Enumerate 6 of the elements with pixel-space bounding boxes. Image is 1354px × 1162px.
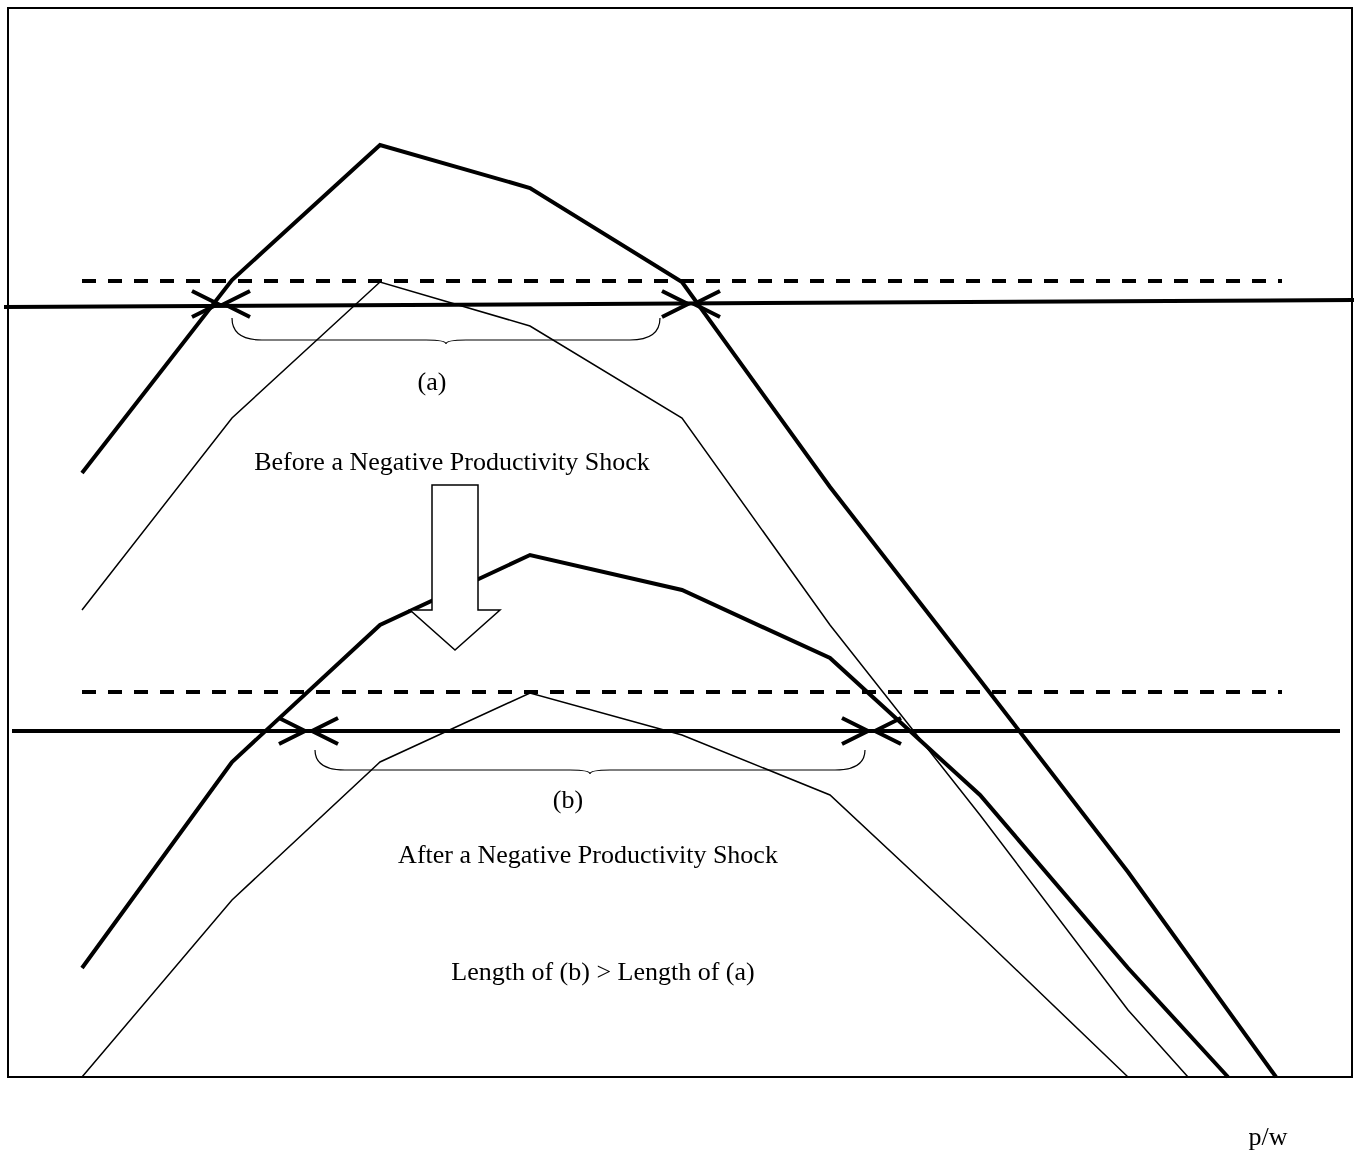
caption-text: After a Negative Productivity Shock [398, 840, 778, 870]
axis-label: p/w [1248, 1122, 1288, 1152]
panel-label: (b) [552, 785, 584, 815]
panel-label: (a) [417, 367, 447, 397]
caption-text: Before a Negative Productivity Shock [254, 447, 650, 477]
caption-text: Length of (b) > Length of (a) [451, 957, 755, 987]
